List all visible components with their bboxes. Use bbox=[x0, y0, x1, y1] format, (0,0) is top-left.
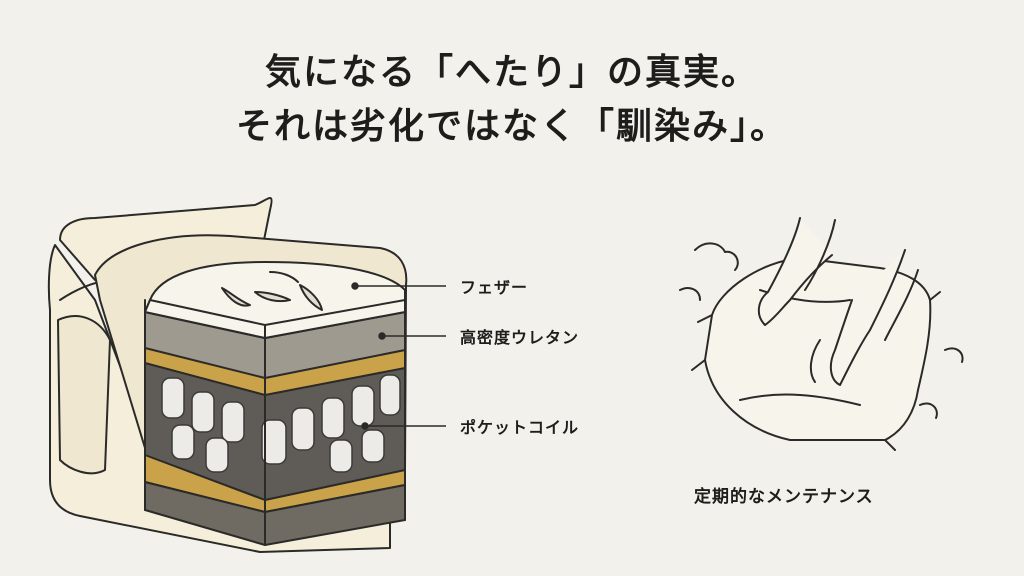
layer-label-feather: フェザー bbox=[460, 278, 529, 297]
layer-label-urethane: 高密度ウレタン bbox=[460, 328, 580, 347]
headline: 気になる「へたり」の真実。 それは劣化ではなく「馴染み」。 bbox=[0, 46, 1024, 154]
layer-label-coil: ポケットコイル bbox=[460, 418, 580, 437]
maintenance-caption: 定期的なメンテナンス bbox=[694, 487, 874, 507]
headline-line-1: 気になる「へたり」の真実。 bbox=[264, 52, 759, 93]
headline-line-2: それは劣化ではなく「馴染み」。 bbox=[235, 106, 788, 147]
